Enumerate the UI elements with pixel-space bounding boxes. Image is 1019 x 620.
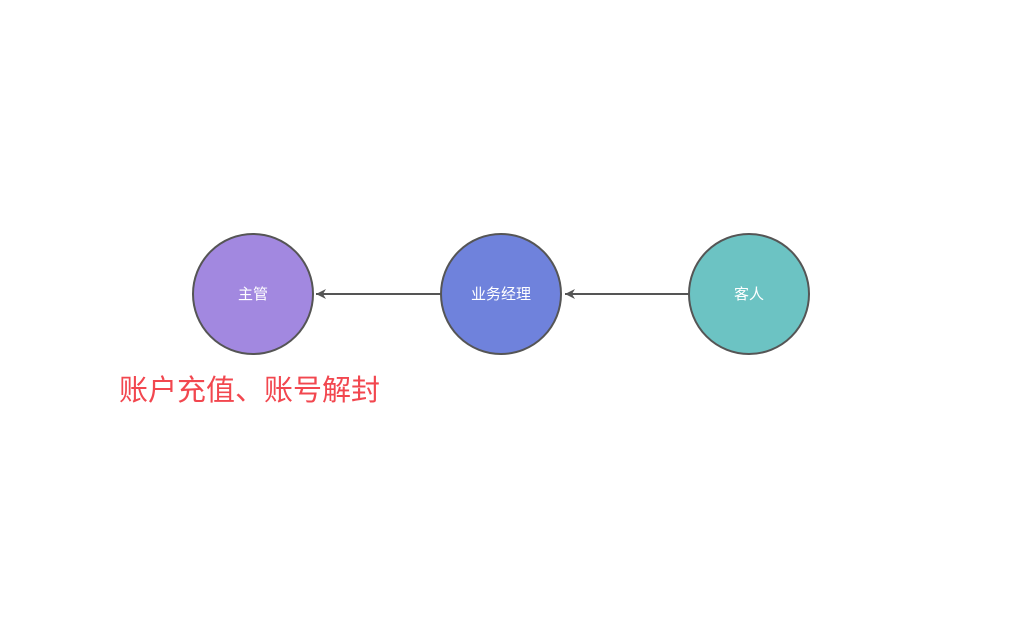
node-business-manager[interactable]: 业务经理 [440, 233, 562, 355]
node-business-manager-circle [440, 233, 562, 355]
node-business-manager-label: 业务经理 [471, 285, 531, 303]
node-supervisor-label: 主管 [238, 285, 268, 303]
node-supervisor-circle [192, 233, 314, 355]
node-customer[interactable]: 客人 [688, 233, 810, 355]
node-supervisor[interactable]: 主管 [192, 233, 314, 355]
annotation-text: 账户充值、账号解封 [119, 373, 381, 407]
node-customer-label: 客人 [734, 285, 764, 303]
node-customer-circle [688, 233, 810, 355]
